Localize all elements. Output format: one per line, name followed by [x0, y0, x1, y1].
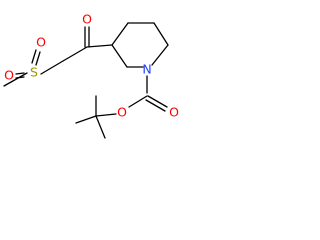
bond-methyl-sulfur: [3, 72, 28, 87]
atom-label-ring-nitrogen: N: [142, 62, 151, 77]
atom-label-sulfur: S: [30, 65, 38, 80]
bond-tbutyl-methyl-bottom: [95, 115, 106, 139]
bond-ring-c2-c3: [111, 44, 128, 68]
bond-ring-c6-n: [151, 44, 169, 66]
bond-carbamate-double-a: [147, 95, 168, 108]
bond-tbutyl-methyl-left: [75, 115, 97, 124]
bond-carbamate-ester: [128, 95, 148, 108]
bond-ester-tbutyl: [95, 113, 117, 117]
bond-sulfur-oxygen-bottom-b: [15, 76, 25, 79]
bond-sulfur-oxygen-top-b: [35, 51, 41, 66]
atom-label-sulfonyl-oxygen-bottom: O: [4, 68, 14, 83]
bond-ring-c3-c4: [111, 22, 129, 46]
bond-layer: [3, 22, 169, 139]
bond-sulfur-oxygen-bottom-a: [15, 72, 25, 75]
bond-ring-c5-c6: [153, 22, 169, 46]
bond-sulfur-oxygen-top-a: [31, 49, 37, 64]
bond-methylene-carbonyl: [62, 46, 88, 62]
atom-label-layer: S O O O N O O: [4, 12, 179, 120]
atom-label-sulfonyl-oxygen-top: O: [36, 35, 46, 50]
bond-sulfur-methylene: [40, 60, 64, 75]
atom-label-ketone-oxygen: O: [82, 12, 92, 27]
atom-label-carbamate-oxygen-carbonyl: O: [169, 105, 179, 120]
atom-label-carbamate-oxygen-ester: O: [117, 105, 127, 120]
bond-carbamate-double-b: [145, 99, 166, 112]
chemical-structure-diagram: S O O O N O O: [3, 12, 179, 139]
bond-carbonyl-ring: [86, 44, 113, 48]
